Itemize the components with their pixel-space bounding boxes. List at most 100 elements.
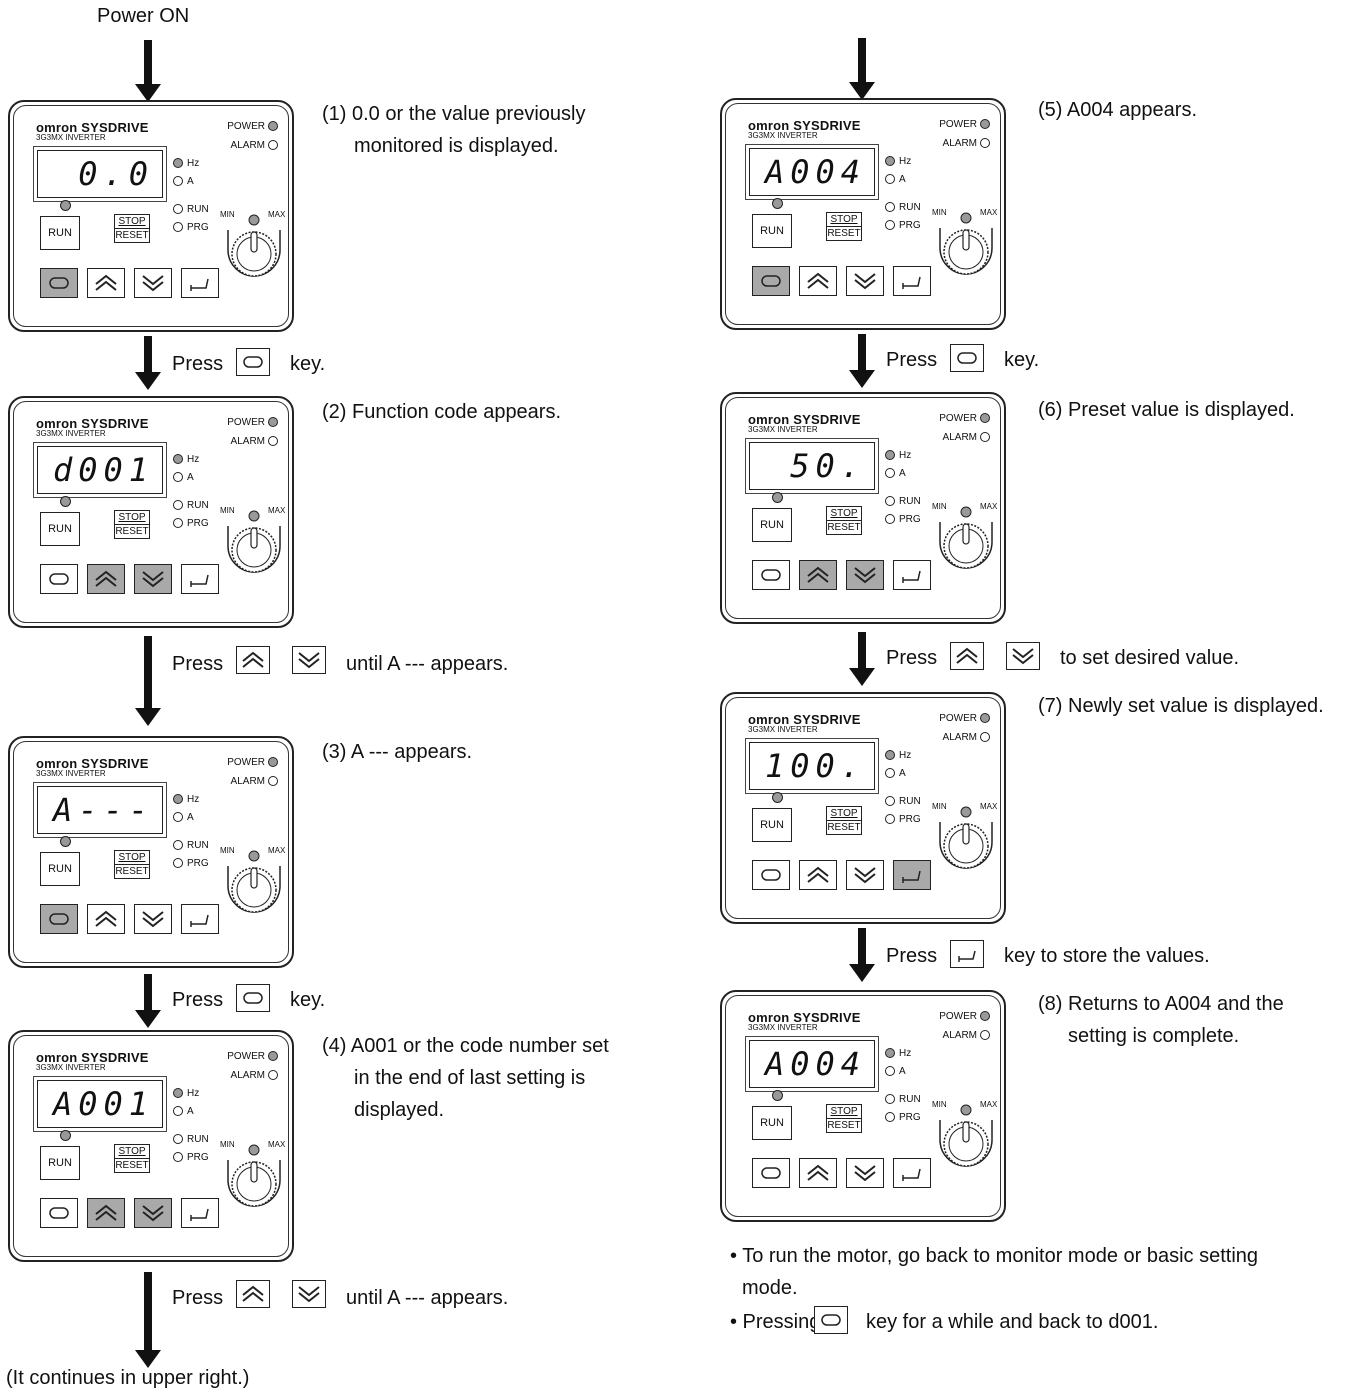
run-button[interactable]: RUN — [752, 508, 792, 542]
instruction-key: key. — [290, 989, 326, 1011]
up-key[interactable] — [799, 266, 837, 296]
brand-logo: omron — [748, 712, 794, 727]
mode-key[interactable] — [752, 560, 790, 590]
down-key[interactable] — [846, 860, 884, 890]
alarm-indicator: ALARM — [231, 436, 278, 447]
mode-key[interactable] — [752, 1158, 790, 1188]
prg-indicator: PRG — [170, 858, 209, 869]
led-display: 0.0 — [33, 146, 167, 202]
mode-key[interactable] — [40, 1198, 78, 1228]
mode-key-icon — [41, 905, 77, 938]
hz-lamp — [173, 454, 183, 465]
mode-key[interactable] — [752, 860, 790, 890]
mode-key[interactable] — [40, 564, 78, 594]
reset-label: RESET — [826, 1118, 862, 1133]
enter-key[interactable] — [181, 904, 219, 934]
enter-key[interactable] — [181, 268, 219, 298]
hz-indicator: Hz — [170, 158, 199, 169]
down-key-inline — [1006, 642, 1040, 670]
down-key[interactable] — [134, 1198, 172, 1228]
up-key[interactable] — [87, 564, 125, 594]
instruction-press: Press — [172, 989, 224, 1011]
run-command-lamp — [60, 1130, 71, 1141]
up-key[interactable] — [799, 1158, 837, 1188]
up-key[interactable] — [87, 904, 125, 934]
enter-key[interactable] — [893, 266, 931, 296]
prg-lamp — [173, 858, 183, 869]
display-value: d001 — [52, 451, 154, 489]
a-indicator: A — [170, 812, 194, 823]
a-indicator: A — [170, 1106, 194, 1117]
step-8-caption-2: setting is complete. — [1068, 1025, 1240, 1047]
knob-min-label: MIN — [220, 1140, 235, 1149]
run-button[interactable]: RUN — [40, 852, 80, 886]
mode-key[interactable] — [752, 266, 790, 296]
down-key[interactable] — [846, 560, 884, 590]
up-key[interactable] — [799, 560, 837, 590]
enter-key[interactable] — [893, 860, 931, 890]
run-button[interactable]: RUN — [752, 214, 792, 248]
mode-key-icon — [41, 269, 77, 302]
run-command-lamp — [772, 492, 783, 503]
up-key[interactable] — [799, 860, 837, 890]
alarm-indicator: ALARM — [943, 1030, 990, 1041]
run-button[interactable]: RUN — [752, 1106, 792, 1140]
led-display: 50. — [745, 438, 879, 494]
run-button[interactable]: RUN — [40, 512, 80, 546]
power-lamp — [268, 757, 278, 768]
power-lamp — [980, 1011, 990, 1022]
enter-key[interactable] — [893, 1158, 931, 1188]
enter-key-icon — [182, 905, 218, 938]
down-key[interactable] — [134, 904, 172, 934]
down-key[interactable] — [846, 1158, 884, 1188]
model-label: 3G3MX INVERTER — [748, 425, 818, 434]
product-name: SYSDRIVE — [81, 756, 149, 771]
flow-arrow — [849, 632, 875, 686]
down-key-icon — [847, 1159, 883, 1192]
knob-max-label: MAX — [268, 506, 286, 515]
run-button[interactable]: RUN — [752, 808, 792, 842]
up-key-icon — [88, 905, 124, 938]
up-key[interactable] — [87, 1198, 125, 1228]
knob-min-label: MIN — [932, 1100, 947, 1109]
enter-key[interactable] — [181, 1198, 219, 1228]
a-indicator: A — [882, 468, 906, 479]
up-key-inline — [236, 646, 270, 674]
down-key[interactable] — [134, 268, 172, 298]
display-value: A001 — [52, 1085, 154, 1123]
power-lamp — [980, 119, 990, 130]
enter-key[interactable] — [181, 564, 219, 594]
up-key[interactable] — [87, 268, 125, 298]
mode-key-icon — [41, 1199, 77, 1232]
frequency-knob[interactable]: MIN MAX — [220, 506, 285, 573]
run-button[interactable]: RUN — [40, 1146, 80, 1180]
mode-key[interactable] — [40, 268, 78, 298]
down-key[interactable] — [846, 266, 884, 296]
power-indicator: POWER — [227, 121, 278, 132]
reset-label: RESET — [826, 520, 862, 535]
run-button[interactable]: RUN — [40, 216, 80, 250]
prg-lamp — [885, 220, 895, 231]
mode-key[interactable] — [40, 904, 78, 934]
knob-max-label: MAX — [268, 846, 286, 855]
knob-min-label: MIN — [220, 506, 235, 515]
enter-key[interactable] — [893, 560, 931, 590]
down-key[interactable] — [134, 564, 172, 594]
knob-max-label: MAX — [268, 210, 286, 219]
display-value: A--- — [52, 791, 154, 829]
